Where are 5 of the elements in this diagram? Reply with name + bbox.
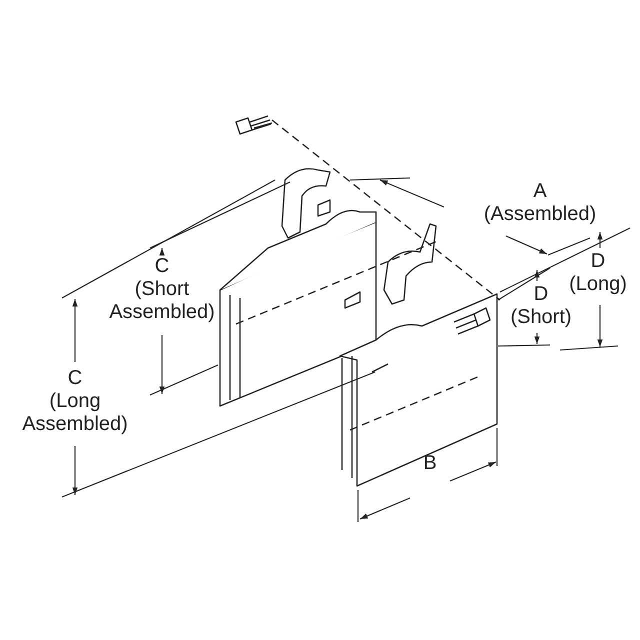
dimension-label: B <box>423 452 437 475</box>
dimension-label: C (Long Assembled) <box>22 367 128 436</box>
dimension-label: A (Assembled) <box>484 180 596 226</box>
dimension-label: C (Short Assembled) <box>109 255 215 324</box>
dimension-label: D (Long) <box>569 250 627 296</box>
